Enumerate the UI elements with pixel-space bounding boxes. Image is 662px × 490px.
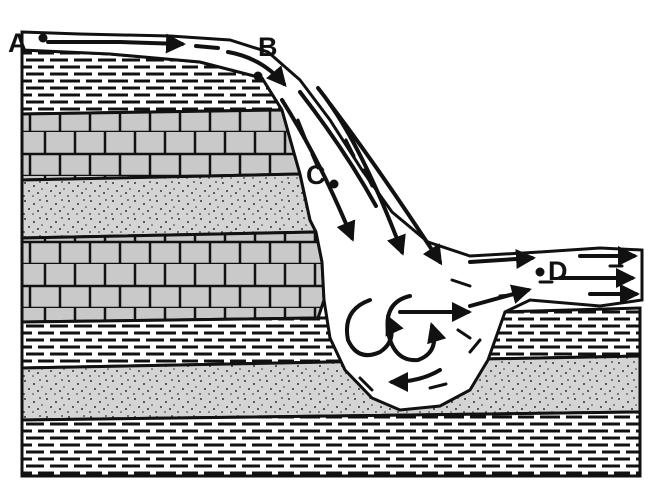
flow-arrow-fall-2	[298, 90, 378, 208]
eddy-swirl-center	[385, 294, 447, 363]
water-body	[20, 30, 644, 412]
limestone-layer-lower	[20, 230, 326, 324]
eddy-arrow-bottom	[388, 368, 442, 392]
river-and-falls	[20, 30, 644, 412]
downstream-flow	[468, 246, 640, 304]
flow-arrow-down-1	[468, 249, 536, 270]
limestone-layer-upper	[20, 108, 302, 182]
point-a-label: A	[8, 28, 28, 58]
cliff-rock-layers	[20, 48, 326, 324]
point-b-label: B	[258, 32, 278, 62]
flow-arrow-fall-1	[280, 98, 356, 242]
point-B: B	[253, 32, 278, 81]
downstream-dashes	[498, 264, 624, 298]
point-c-dot-icon	[329, 179, 339, 189]
point-d-dot-icon	[535, 267, 545, 277]
flow-arrows	[46, 33, 443, 266]
flow-dash-fall	[296, 118, 374, 188]
flow-arrow-bend	[226, 50, 287, 88]
point-C: C	[306, 160, 339, 190]
flow-arrow-fall-4	[328, 102, 443, 266]
point-b-dot-icon	[253, 71, 263, 81]
point-a-dot-icon	[38, 33, 48, 43]
point-d-label: D	[548, 256, 568, 286]
point-A: A	[8, 28, 48, 58]
flow-arrow-top	[46, 33, 186, 54]
point-c-label: C	[306, 160, 326, 190]
point-D: D	[535, 256, 568, 286]
sandstone-layer-upper	[20, 172, 319, 240]
shale-layer-bottom	[20, 410, 642, 478]
sandstone-layer-lower	[20, 354, 642, 422]
flow-arrow-fall-3	[316, 86, 406, 256]
eddy-dashes	[358, 278, 482, 392]
flow-dash-top	[194, 44, 220, 50]
